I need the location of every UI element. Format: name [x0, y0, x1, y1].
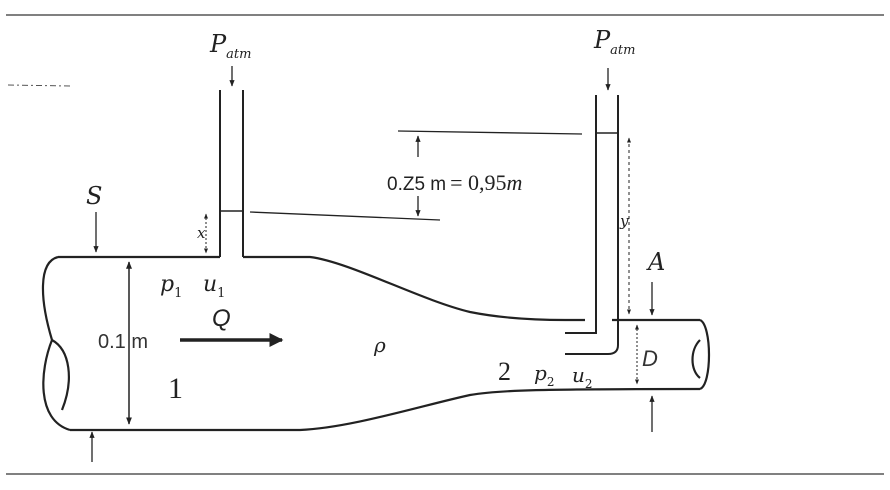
pipe-outline	[41, 255, 711, 432]
d-label: D	[642, 346, 658, 371]
y-label: y	[619, 212, 629, 230]
patm-left-label: Patm	[209, 30, 251, 62]
upper-level-line	[397, 130, 583, 135]
s-label: S	[86, 182, 102, 210]
p2-label: p2	[534, 361, 554, 389]
q-label: Q	[212, 305, 231, 332]
u1-label: u1	[203, 272, 225, 301]
patm-right-label: Patm	[593, 26, 635, 58]
a-label: A	[646, 248, 665, 276]
section-1-label: 1	[168, 372, 183, 405]
pipe-top-wall	[58, 255, 585, 322]
pipe-bottom-wall	[70, 387, 701, 432]
right-pitot-tube	[565, 95, 619, 355]
diameter-large-label: 0.1 m	[98, 331, 148, 353]
x-label: x	[197, 224, 206, 242]
section-2-label: 2	[498, 357, 511, 386]
pipe-right-end-inner	[691, 339, 701, 379]
scan-mark	[7, 84, 71, 87]
p1-label: p1	[160, 272, 182, 301]
left-piezometer	[219, 90, 244, 257]
height-diff-label: 0.Z5 m= 0,95m	[387, 170, 522, 195]
pipe-left-end-inner	[51, 339, 70, 411]
rho-label: ρ	[373, 333, 386, 357]
pipe-right-end	[699, 318, 711, 391]
lower-level-line	[249, 211, 441, 221]
u2-label: u2	[572, 363, 593, 391]
